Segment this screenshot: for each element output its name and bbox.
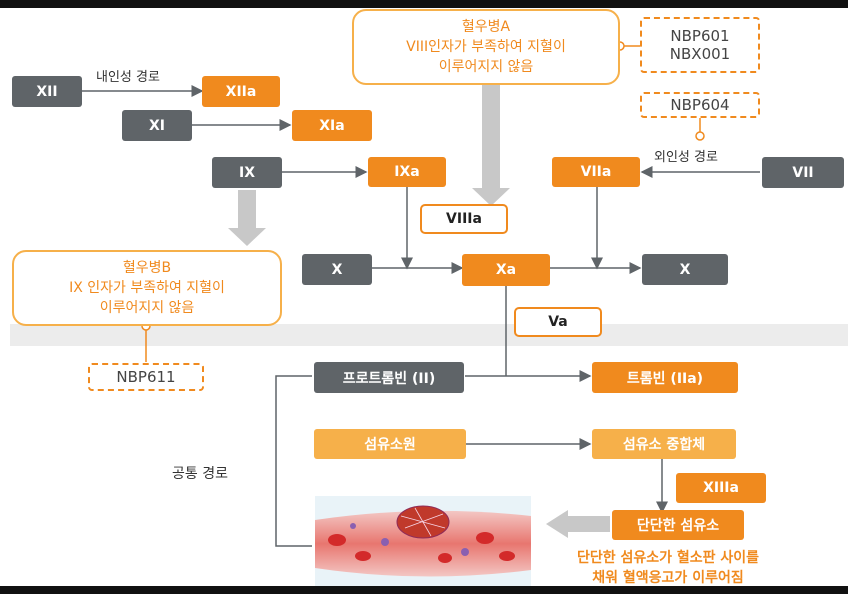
factor-xi: XI: [122, 110, 192, 141]
note-b-line1: IX 인자가 부족하여 지혈이: [69, 280, 225, 296]
blood-vessel-clot-illustration: [315, 496, 531, 588]
factor-xiia: XIIa: [202, 76, 280, 107]
note-hemophilia-a: 혈우병A VIII인자가 부족하여 지혈이 이루어지지 않음: [352, 9, 620, 85]
drug-box-nbp611: NBP611: [88, 363, 204, 391]
factor-ix: IX: [212, 157, 282, 188]
drug-nbp601: NBP601: [670, 27, 730, 45]
line-common-bracket: [275, 375, 312, 547]
caption-line2: 채워 혈액응고가 이루어짐: [592, 570, 744, 586]
label-extrinsic-pathway: 외인성 경로: [654, 150, 718, 165]
factor-viia: VIIa: [552, 157, 640, 187]
factor-xia: XIa: [292, 110, 372, 141]
bottom-border: [0, 586, 848, 594]
note-b-line2: 이루어지지 않음: [99, 300, 195, 316]
note-a-title: 혈우병A: [461, 19, 511, 35]
factor-x-input: X: [302, 254, 372, 285]
drug-box-nbp601-nbx001: NBP601 NBX001: [640, 17, 760, 73]
factor-xii: XII: [12, 76, 82, 107]
factor-x-output: X: [642, 254, 728, 285]
note-hemophilia-b: 혈우병B IX 인자가 부족하여 지혈이 이루어지지 않음: [12, 250, 282, 326]
note-b-title: 혈우병B: [122, 260, 172, 276]
caption-clot-formation: 단단한 섬유소가 혈소판 사이를 채워 혈액응고가 이루어짐: [548, 548, 788, 588]
fibrinogen-box: 섬유소원: [314, 429, 466, 459]
factor-ixa: IXa: [368, 157, 446, 187]
label-intrinsic-pathway: 내인성 경로: [96, 70, 160, 85]
top-border: [0, 0, 848, 8]
note-a-line2: 이루어지지 않음: [438, 59, 534, 75]
factor-vii: VII: [762, 157, 844, 188]
factor-viiia: VIIIa: [420, 204, 508, 234]
prothrombin-box: 프로트롬빈 (II): [314, 362, 464, 393]
solid-fibrin-box: 단단한 섬유소: [612, 510, 744, 540]
caption-line1: 단단한 섬유소가 혈소판 사이를: [576, 550, 760, 566]
drug-box-nbp604: NBP604: [640, 92, 760, 118]
note-a-line1: VIII인자가 부족하여 지혈이: [406, 39, 566, 55]
factor-xiiia: XIIIa: [676, 473, 766, 503]
section-divider-band: [10, 324, 848, 346]
thrombin-box: 트롬빈 (IIa): [592, 362, 738, 393]
fibrin-polymer-box: 섬유소 중합체: [592, 429, 736, 459]
factor-va: Va: [514, 307, 602, 337]
label-common-pathway: 공통 경로: [172, 466, 228, 482]
drug-nbx001: NBX001: [669, 45, 731, 63]
factor-xa: Xa: [462, 254, 550, 286]
